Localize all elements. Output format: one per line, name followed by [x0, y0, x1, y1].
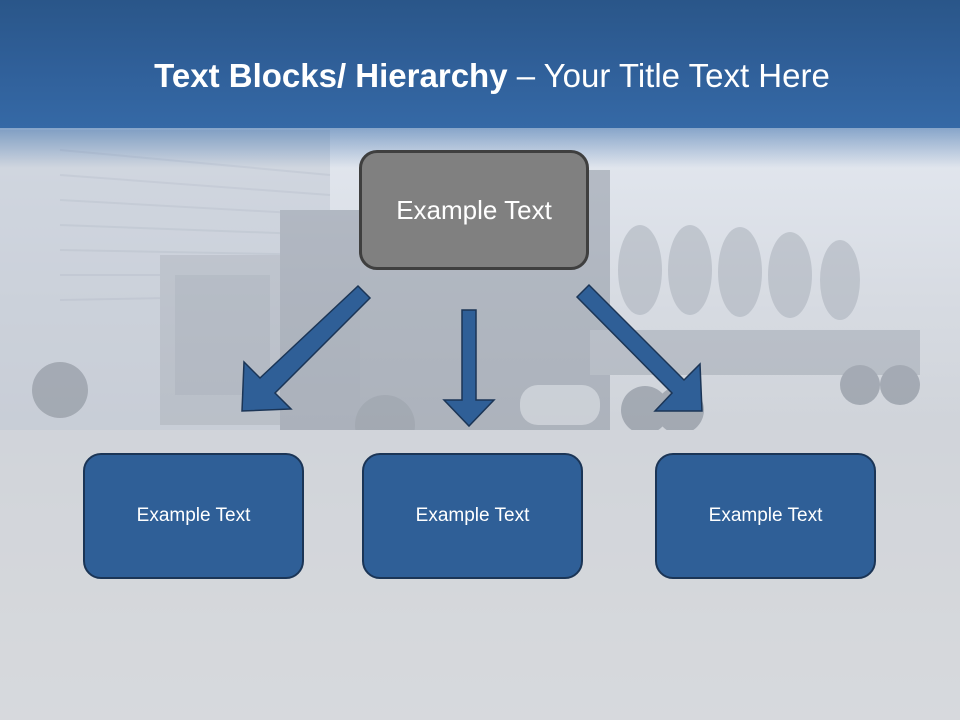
title-bar — [0, 0, 960, 128]
top-text-block[interactable]: Example Text — [359, 150, 589, 270]
child-text-block-label: Example Text — [136, 505, 251, 526]
child-text-block-middle[interactable]: Example Text — [362, 453, 583, 579]
child-text-block-right[interactable]: Example Text — [655, 453, 876, 579]
title-bold-part: Text Blocks/ Hierarchy — [154, 57, 508, 94]
top-text-block-label: Example Text — [396, 194, 552, 225]
slide-title: Text Blocks/ Hierarchy – Your Title Text… — [0, 54, 960, 98]
child-text-block-left[interactable]: Example Text — [83, 453, 304, 579]
title-separator: – — [507, 57, 544, 94]
child-text-block-label: Example Text — [708, 505, 823, 526]
child-text-block-label: Example Text — [415, 505, 530, 526]
title-light-part: Your Title Text Here — [543, 57, 830, 94]
